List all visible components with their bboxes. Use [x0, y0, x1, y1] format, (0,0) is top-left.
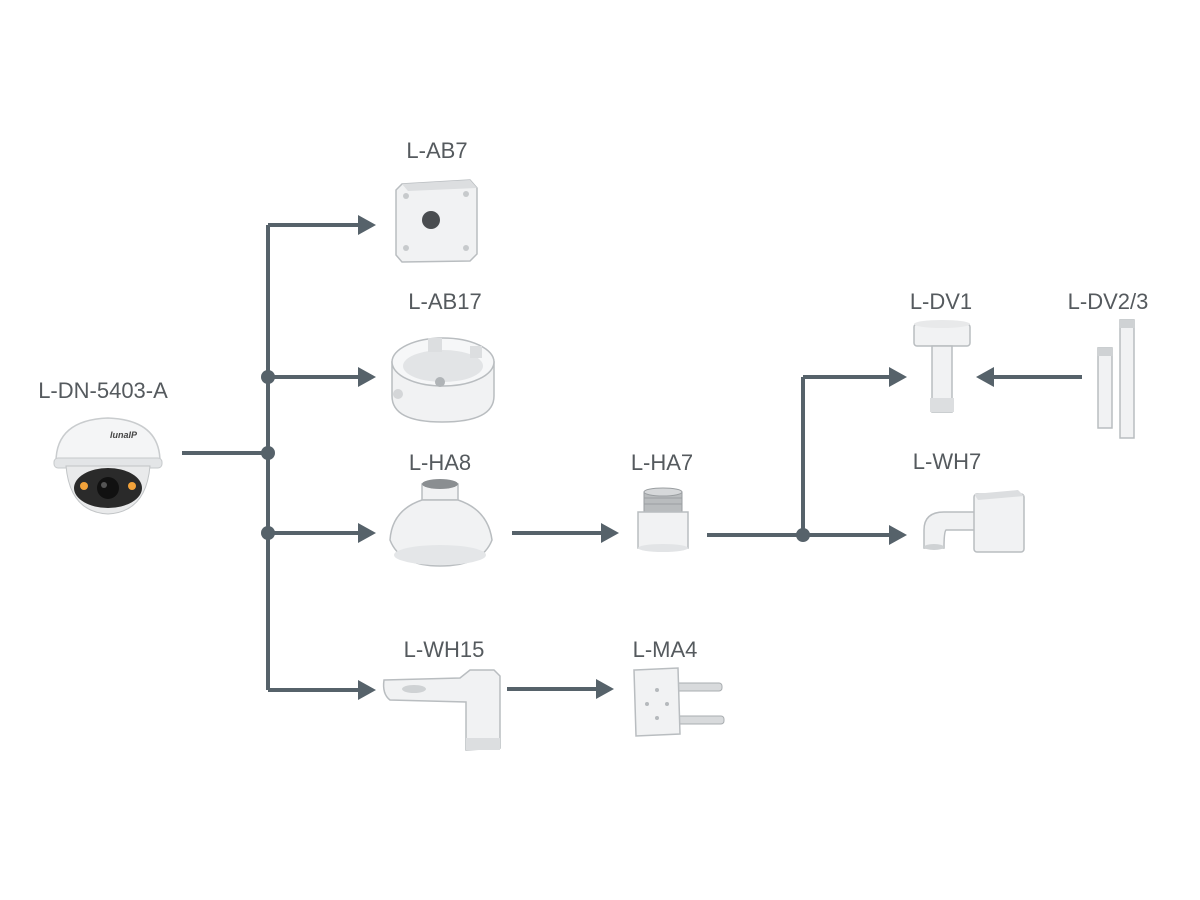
product-wh15: L-WH15: [382, 637, 501, 751]
junction-dots: [261, 370, 810, 542]
product-ab17: L-AB17: [391, 289, 495, 423]
pendant-adapter-icon: [637, 487, 689, 552]
junction-dot-ab17: [261, 370, 275, 384]
wall-mount-bracket-icon: [923, 490, 1025, 553]
product-label-dv23: L-DV2/3: [1068, 289, 1149, 314]
junction-dot-camera: [261, 446, 275, 460]
connector-lines: [182, 223, 1082, 692]
product-ha8: L-HA8: [389, 450, 493, 567]
junction-dot-ha7: [796, 528, 810, 542]
product-ab7: L-AB7: [395, 138, 478, 263]
product-label-ab7: L-AB7: [406, 138, 467, 163]
arrowhead-ma4: [596, 679, 614, 699]
camera-node: L-DN-5403-A lunaIP: [38, 378, 168, 515]
product-dv23: L-DV2/3: [1068, 289, 1149, 439]
arrowhead-ab7: [358, 215, 376, 235]
arrowhead-wh7: [889, 525, 907, 545]
product-label-ma4: L-MA4: [633, 637, 698, 662]
product-wh7: L-WH7: [913, 449, 1025, 553]
arrowhead-ha8: [358, 523, 376, 543]
product-label-wh7: L-WH7: [913, 449, 981, 474]
arrowhead-ab17: [358, 367, 376, 387]
dome-camera-icon: lunaIP: [53, 417, 163, 515]
arrowhead-dv1: [889, 367, 907, 387]
extension-pole-icon: [1097, 319, 1135, 439]
camera-label: L-DN-5403-A: [38, 378, 168, 403]
product-label-dv1: L-DV1: [910, 289, 972, 314]
junction-box-round-icon: [391, 337, 495, 423]
junction-dot-ha8: [261, 526, 275, 540]
arrowhead-dv23-dv1: [976, 367, 994, 387]
product-label-ha7: L-HA7: [631, 450, 693, 475]
junction-box-square-icon: [395, 179, 478, 263]
product-dv1: L-DV1: [910, 289, 972, 413]
arrowheads: [358, 215, 994, 700]
product-label-ab17: L-AB17: [408, 289, 481, 314]
product-label-ha8: L-HA8: [409, 450, 471, 475]
product-ma4: L-MA4: [633, 637, 725, 737]
arrowhead-ha7: [601, 523, 619, 543]
product-ha7: L-HA7: [631, 450, 693, 552]
product-label-wh15: L-WH15: [404, 637, 485, 662]
pendant-mount-cap-icon: [389, 479, 493, 567]
arrowhead-wh15: [358, 680, 376, 700]
ceiling-pole-mount-icon: [913, 320, 971, 413]
pole-mount-adapter-icon: [633, 667, 725, 737]
wall-bracket-icon: [382, 669, 501, 751]
camera-brand-logo: lunaIP: [110, 430, 138, 440]
